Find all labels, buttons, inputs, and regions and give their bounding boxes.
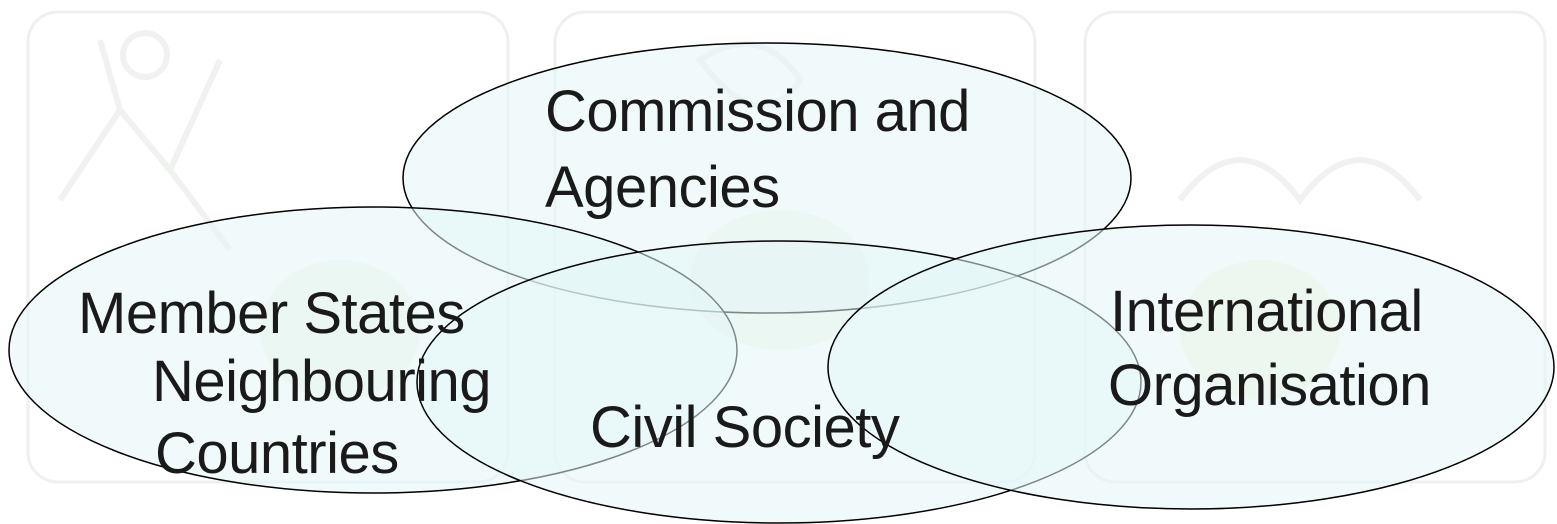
label-commission-line2: Agencies xyxy=(545,155,780,220)
label-international-line2: Organisation xyxy=(1108,353,1431,418)
watermark-head-icon xyxy=(120,30,170,80)
label-member-states-line3: Countries xyxy=(155,421,399,486)
label-commission-line1: Commission and xyxy=(545,79,970,144)
label-international-line1: International xyxy=(1110,279,1423,344)
ellipse-international xyxy=(827,224,1555,510)
label-member-states-line1: Member States xyxy=(78,281,465,346)
label-civil-society: Civil Society xyxy=(590,395,900,460)
label-member-states-line2: Neighbouring xyxy=(152,349,492,414)
watermark-tree-icon xyxy=(1177,157,1423,205)
